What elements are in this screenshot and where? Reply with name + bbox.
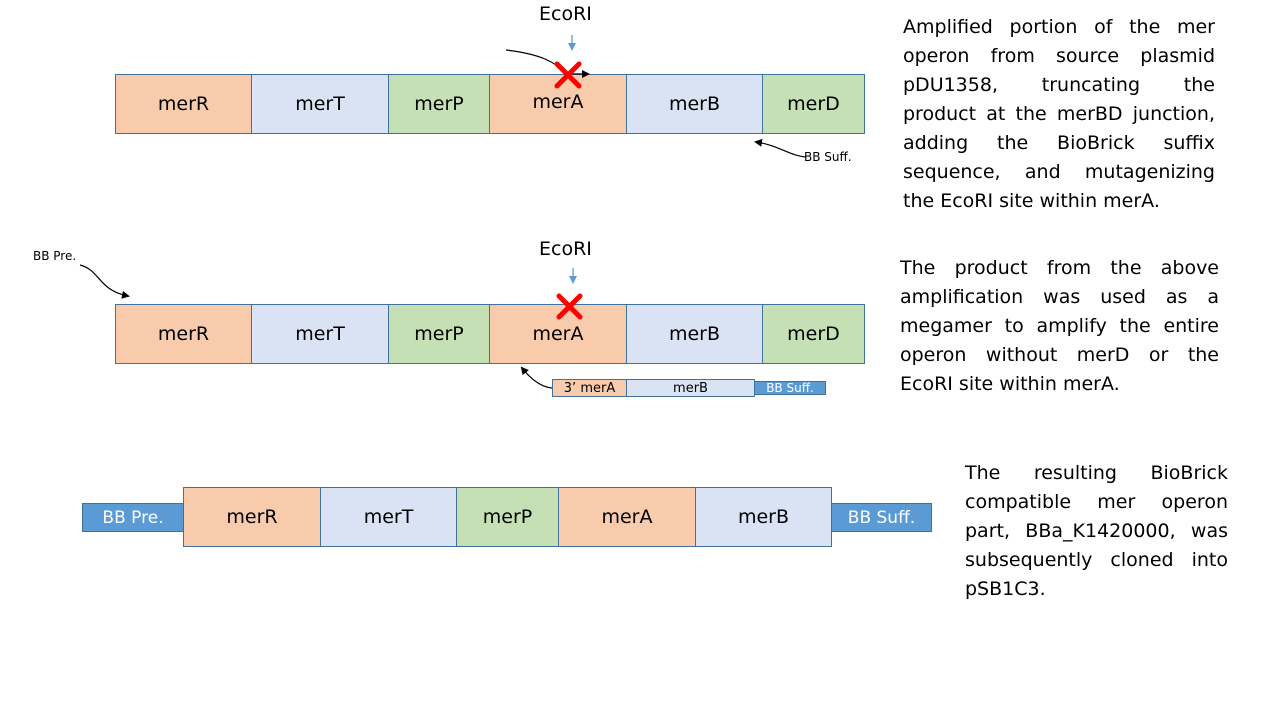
bb-suffix: BB Suff. (831, 503, 932, 532)
gene-merT: merT (251, 74, 389, 134)
gene-merT: merT (251, 304, 389, 364)
gene-merB: merB (626, 74, 763, 134)
gene-merT: merT (320, 487, 457, 547)
gene-merB: merB (626, 304, 763, 364)
gene-merA: merA (558, 487, 696, 547)
gene-merP: merP (388, 304, 490, 364)
megamer-bb-suffix: BB Suff. (754, 381, 826, 395)
gene-merA: merA (489, 304, 627, 364)
row3-description: The resulting BioBrick compatible mer op… (965, 462, 1228, 600)
gene-merR: merR (115, 74, 252, 134)
megamer-3prime-merA: 3’ merA (552, 379, 627, 397)
row2-description: The product from the above amplification… (900, 257, 1219, 395)
bb-prefix-primer-arrow (79, 264, 130, 299)
gene-merP: merP (388, 74, 490, 134)
bb-suffix-primer-arrow (754, 138, 807, 158)
bb-prefix: BB Pre. (82, 503, 184, 532)
row1-description: Amplified portion of the mer operon from… (903, 16, 1215, 212)
gene-merR: merR (183, 487, 321, 547)
ecori-site-label-2: EcoRI (539, 238, 592, 260)
bb-prefix-primer-label: BB Pre. (33, 249, 77, 263)
ecori-site-label: EcoRI (539, 3, 592, 25)
bb-suffix-primer-label: BB Suff. (804, 150, 852, 164)
megamer-arrow (520, 366, 553, 389)
gene-merB: merB (695, 487, 832, 547)
mutagenic-primer-arrow (505, 49, 590, 78)
gene-merA: merA (489, 74, 627, 134)
megamer-merB: merB (626, 379, 755, 397)
gene-merD: merD (762, 74, 865, 134)
gene-merP: merP (456, 487, 559, 547)
gene-merR: merR (115, 304, 252, 364)
gene-merD: merD (762, 304, 865, 364)
